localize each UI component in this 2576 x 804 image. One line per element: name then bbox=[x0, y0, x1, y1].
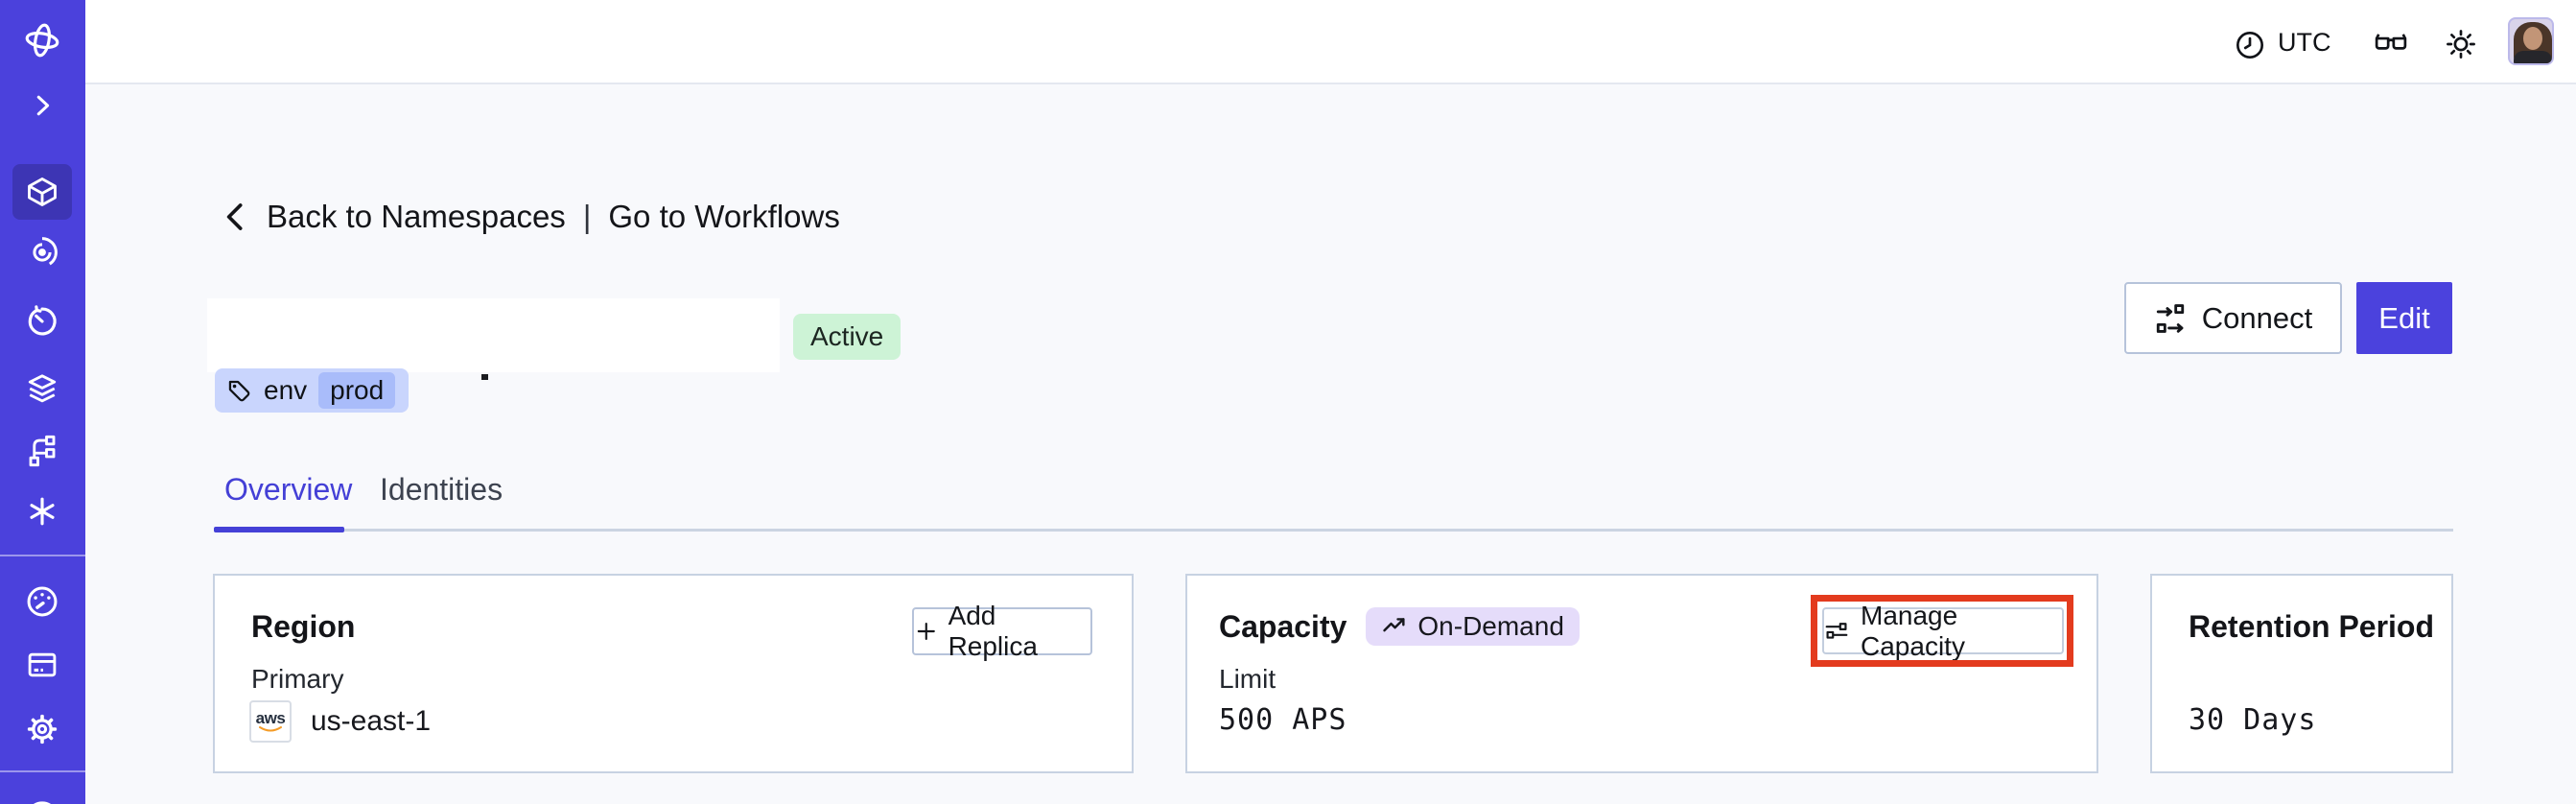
connect-button-label: Connect bbox=[2201, 300, 2313, 335]
glasses-icon[interactable] bbox=[2375, 30, 2407, 57]
sidebar-item-deployments-icon[interactable] bbox=[25, 371, 59, 406]
redaction-artifact-dot bbox=[481, 374, 488, 380]
breadcrumb-separator: | bbox=[582, 199, 592, 234]
connect-button[interactable]: Connect bbox=[2124, 282, 2342, 354]
sidebar-item-namespaces-icon[interactable] bbox=[25, 175, 59, 209]
sidebar-divider bbox=[0, 555, 85, 556]
tabs-divider-line bbox=[214, 529, 2453, 532]
tab-identities[interactable]: Identities bbox=[380, 472, 503, 507]
namespace-title-redacted bbox=[207, 298, 780, 372]
sun-icon[interactable] bbox=[2446, 29, 2476, 59]
capacity-title-row: Capacity On-Demand bbox=[1219, 607, 1580, 646]
edit-button[interactable]: Edit bbox=[2356, 282, 2452, 354]
region-value-row: aws us-east-1 bbox=[249, 700, 431, 743]
region-card-title: Region bbox=[251, 609, 356, 644]
connect-icon bbox=[2156, 303, 2184, 333]
breadcrumb: Back to Namespaces | Go to Workflows bbox=[221, 199, 840, 235]
namespace-tag: env prod bbox=[215, 368, 410, 413]
capacity-card bbox=[1185, 574, 2098, 773]
capacity-limit-label: Limit bbox=[1219, 664, 1276, 694]
user-avatar[interactable] bbox=[2508, 17, 2554, 65]
add-replica-button[interactable]: Add Replica bbox=[912, 601, 1092, 661]
tag-value: prod bbox=[318, 372, 396, 409]
top-bar: UTC bbox=[85, 0, 2576, 84]
sidebar-divider bbox=[0, 770, 85, 772]
region-primary-label: Primary bbox=[251, 664, 344, 694]
sidebar-item-billing-icon[interactable] bbox=[25, 648, 59, 682]
expand-sidebar-icon[interactable] bbox=[28, 91, 57, 120]
trending-up-icon bbox=[1383, 618, 1405, 632]
sidebar-item-settings-icon[interactable] bbox=[25, 712, 59, 746]
avatar-face bbox=[2523, 27, 2542, 50]
add-replica-label: Add Replica bbox=[948, 601, 1038, 661]
retention-card bbox=[2150, 574, 2453, 773]
tab-active-indicator bbox=[214, 527, 344, 532]
timezone-selector[interactable]: UTC bbox=[2278, 28, 2331, 57]
on-demand-badge: On-Demand bbox=[1366, 607, 1580, 646]
sidebar-item-nexus-icon[interactable] bbox=[25, 494, 59, 529]
aws-logo-text: aws bbox=[255, 708, 286, 727]
sidebar-item-workflows-icon[interactable] bbox=[25, 235, 59, 270]
sidebar-item-profile-icon[interactable] bbox=[23, 798, 61, 804]
aws-provider-icon: aws bbox=[249, 700, 292, 743]
on-demand-badge-label: On-Demand bbox=[1417, 611, 1564, 641]
breadcrumb-back-to-namespaces[interactable]: Back to Namespaces bbox=[267, 199, 566, 234]
breadcrumb-go-to-workflows[interactable]: Go to Workflows bbox=[608, 199, 840, 234]
capacity-card-title: Capacity bbox=[1219, 608, 1347, 644]
capacity-value: 500 APS bbox=[1219, 703, 1347, 737]
avatar-body bbox=[2514, 51, 2552, 63]
manage-capacity-label: Manage Capacity bbox=[1861, 600, 1965, 661]
tag-key: env bbox=[264, 375, 308, 405]
temporal-logo-icon[interactable] bbox=[23, 21, 61, 59]
sidebar-item-batch-operations-icon[interactable] bbox=[25, 434, 59, 468]
sidebar-item-schedules-icon[interactable] bbox=[25, 304, 59, 339]
status-badge: Active bbox=[793, 314, 902, 360]
manage-capacity-button[interactable]: Manage Capacity bbox=[1822, 601, 2064, 661]
region-card bbox=[213, 574, 1134, 773]
tab-overview[interactable]: Overview bbox=[224, 472, 353, 507]
sidebar-item-usage-icon[interactable] bbox=[25, 584, 59, 619]
retention-card-title: Retention Period bbox=[2189, 609, 2435, 644]
retention-value: 30 Days bbox=[2189, 703, 2317, 737]
plus-icon bbox=[917, 622, 935, 641]
edit-button-label: Edit bbox=[2378, 300, 2430, 335]
sliders-icon bbox=[1825, 623, 1848, 639]
sidebar-nav bbox=[0, 0, 85, 804]
tag-icon bbox=[228, 380, 250, 401]
aws-smile-icon bbox=[259, 725, 282, 731]
clock-icon bbox=[2236, 32, 2263, 59]
back-chevron-icon[interactable] bbox=[221, 201, 249, 233]
region-value: us-east-1 bbox=[311, 705, 432, 737]
